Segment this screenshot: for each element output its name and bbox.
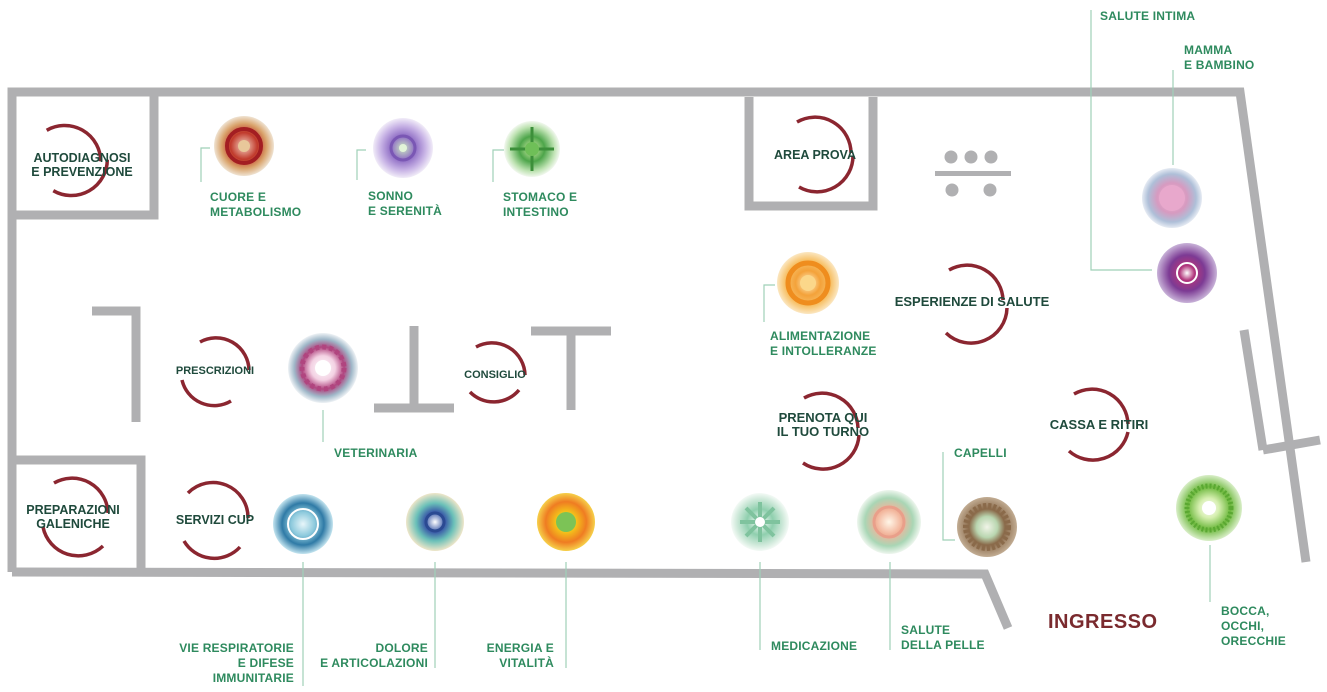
zone-servizi-cup-label[interactable]: SERVIZI CUP [175,513,255,527]
leader-alimentazione [763,284,775,322]
counter-dot [984,150,998,164]
ring-autodiagnosi [45,123,110,198]
category-stomaco-label[interactable]: STOMACO E INTESTINO [503,190,578,219]
entrance-label[interactable]: INGRESSO [1048,611,1158,633]
partition-left [92,306,141,422]
category-alimentazione-label[interactable]: ALIMENTAZIONE E INTOLLERANZE [770,329,877,358]
mamma-mandala [1157,243,1217,303]
counter-dot [983,183,997,197]
wall-preparazioni-room [12,455,146,572]
zone-consiglio-label[interactable]: CONSIGLIO [464,369,526,381]
partition-right [1239,329,1321,455]
ring-preparazioni [41,476,110,558]
leader-sonno [356,149,366,180]
ring-esperienze [944,263,1009,345]
bocca-mandala [1176,475,1242,541]
category-energia-label[interactable]: ENERGIA E VITALITÀ [486,641,554,670]
wall-bottom [11,567,1013,630]
salute-pelle-mandala [857,490,921,554]
salute-intima-mandala [1142,168,1202,228]
leader-cuore [200,147,210,182]
category-medicazione-label[interactable]: MEDICAZIONE [771,639,858,653]
capelli-mandala [957,497,1017,557]
partition-t [531,326,611,410]
category-veterinaria-label[interactable]: VETERINARIA [334,446,418,460]
zone-prenota-label[interactable]: PRENOTA QUI IL TUO TURNO [776,410,870,439]
medicazione-mandala [731,493,789,551]
vie-respiratorie-mandala [273,494,333,554]
leader-lines [200,10,1211,686]
counter-dot [945,183,959,197]
energia-mandala [537,493,595,551]
counter-dot [944,150,958,164]
alimentazione-mandala [777,252,839,314]
dolore-mandala [406,493,464,551]
walls [7,87,1321,630]
zone-esperienze-label[interactable]: ESPERIENZE DI SALUTE [894,294,1050,309]
sonno-mandala [373,118,433,178]
category-vie-respiratorie-label[interactable]: VIE RESPIRATORIE E DIFESE IMMUNITARIE [179,641,294,685]
category-salute-intima-label[interactable]: SALUTE INTIMA [1100,9,1196,23]
category-capelli-label[interactable]: CAPELLI [954,446,1007,460]
zone-preparazioni-label[interactable]: PREPARAZIONI GALENICHE [26,503,120,531]
leader-salute-intima [1090,10,1152,271]
category-bocca-label[interactable]: BOCCA, OCCHI, ORECCHIE [1221,604,1286,648]
counter-symbol [935,150,1011,197]
counter-bar [935,171,1011,176]
ring-prescrizioni [180,336,251,408]
ring-consiglio [468,341,527,404]
category-dolore-label[interactable]: DOLORE E ARTICOLAZIONI [320,641,428,670]
mandalas [214,116,1242,557]
category-sonno-label[interactable]: SONNO E SERENITÀ [368,189,443,218]
wall-area-prova-room [744,97,878,211]
ring-prenota [802,391,861,471]
leader-stomaco [492,149,504,182]
veterinaria-mandala [288,333,358,403]
zone-cassa-label[interactable]: CASSA E RITIRI [1049,417,1149,432]
zone-rings [41,115,1130,561]
zone-area-prova-label[interactable]: AREA PROVA [774,148,856,162]
category-cuore-label[interactable]: CUORE E METABOLISMO [210,190,302,219]
category-salute-pelle-label[interactable]: SALUTE DELLA PELLE [901,623,985,652]
category-mamma-label[interactable]: MAMMA E BAMBINO [1184,43,1255,72]
partition-t-inverted [374,326,454,413]
zone-autodiagnosi-label[interactable]: AUTODIAGNOSI E PREVENZIONE [31,151,133,179]
ring-cassa [1067,387,1130,462]
ring-servizi-cup [182,480,250,561]
wall-outer [7,87,1311,572]
stomaco-mandala [504,121,560,177]
ring-area-prova [796,115,855,194]
leader-capelli [942,452,955,541]
counter-dot [964,150,978,164]
wall-autodiagnosi-room [12,92,159,220]
cuore-mandala [214,116,274,176]
zone-prescrizioni-label[interactable]: PRESCRIZIONI [175,365,255,377]
